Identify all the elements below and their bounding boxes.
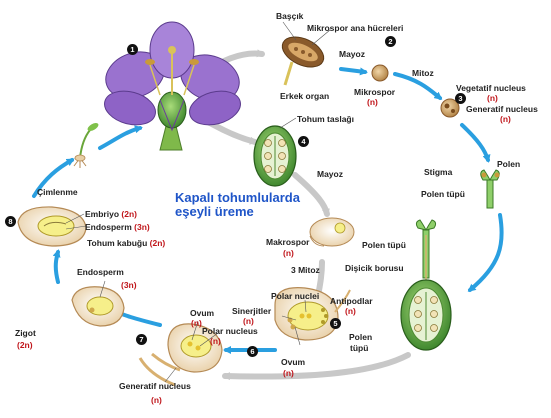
ovule-illustration — [254, 126, 296, 186]
zigot-illustration — [72, 287, 124, 326]
pistil-illustration — [401, 220, 451, 350]
title-line-1: Kapalı tohumlularda — [175, 191, 300, 205]
label-tohum-kabugu: Tohum kabuğu (2n) — [87, 239, 165, 248]
diagram-title: Kapalı tohumlularda eşeyli üreme — [175, 191, 300, 220]
label-mayoz-2: Mayoz — [317, 170, 343, 179]
label-zigot: Zigot — [15, 329, 36, 338]
label-polar-nucleus: Polar nucleus — [202, 327, 258, 336]
ploidy-endosperm-2: (3n) — [134, 222, 150, 232]
ploidy-generatif: (n) — [500, 115, 511, 124]
arrow-polen-to-pistil — [470, 215, 502, 290]
label-endosperm-2: Endosperm (3n) — [85, 223, 150, 232]
microspore-icon — [372, 65, 388, 81]
label-tohum-taslagi: Tohum taslağı — [297, 115, 354, 124]
step-1-marker: 1 — [127, 44, 138, 55]
endosperm-2-text: Endosperm — [85, 222, 132, 232]
ploidy-ovum-2: (n) — [191, 319, 202, 328]
label-mikrospor-ana: Mikrospor ana hücreleri — [307, 24, 403, 33]
ploidy-vegetatif: (n) — [487, 94, 498, 103]
step-8-marker: 8 — [5, 216, 16, 227]
label-bascik: Başçık — [276, 12, 303, 21]
label-antipodlar: Antipodlar — [330, 297, 373, 306]
label-disicik-borusu: Dişicik borusu — [345, 264, 404, 273]
label-ovum-2: Ovum — [190, 309, 214, 318]
step-6-marker: 6 — [247, 346, 258, 357]
ploidy-tohum-kabugu: (2n) — [150, 238, 166, 248]
embriyo-text: Embriyo — [85, 209, 119, 219]
ploidy-generatif-2: (n) — [151, 396, 162, 405]
ploidy-antipodlar: (n) — [345, 307, 356, 316]
label-ovum: Ovum — [281, 358, 305, 367]
label-sinerjitler: Sinerjitler — [232, 307, 271, 316]
label-polen: Polen — [497, 160, 520, 169]
label-stigma: Stigma — [424, 168, 452, 177]
label-endosperm: Endosperm — [77, 268, 124, 277]
label-3-mitoz: 3 Mitoz — [291, 266, 320, 275]
label-generatif: Generatif nucleus — [466, 105, 538, 114]
label-generatif-2: Generatif nucleus — [119, 382, 191, 391]
arrow-mayoz-1 — [341, 69, 365, 72]
ploidy-mikrospor: (n) — [367, 98, 378, 107]
seed-illustration — [18, 207, 86, 246]
label-makrospor: Makrospor — [266, 238, 309, 247]
label-mitoz: Mitoz — [412, 69, 434, 78]
arrow-pistil-to-fertilization — [225, 355, 408, 377]
ploidy-zigot: (2n) — [17, 341, 33, 350]
arrow-zigot-to-seed — [56, 252, 58, 282]
macrospore-illustration — [310, 218, 354, 246]
step-3-marker: 3 — [455, 93, 466, 104]
step-4-marker: 4 — [298, 136, 309, 147]
anther-illustration — [278, 31, 329, 85]
arrow-seedling-to-flower — [100, 128, 140, 148]
label-mayoz-1: Mayoz — [339, 50, 365, 59]
tohum-kabugu-text: Tohum kabuğu — [87, 238, 147, 248]
ploidy-polar-nucleus: (n) — [210, 337, 221, 346]
label-polen-tupu-2: Polen tüpü — [362, 241, 406, 250]
ploidy-ovum: (n) — [283, 369, 294, 378]
label-polen-tupu-3b: tüpü — [350, 344, 368, 353]
label-polen-tupu: Polen tüpü — [421, 190, 465, 199]
step-2-marker: 2 — [385, 36, 396, 47]
label-cimlenme: Çimlenme — [37, 188, 78, 197]
label-mikrospor: Mikrospor — [354, 88, 395, 97]
arrow-to-polen — [462, 125, 488, 160]
ploidy-sinerjitler: (n) — [243, 317, 254, 326]
label-embriyo: Embriyo (2n) — [85, 210, 137, 219]
label-polar-nuclei: Polar nuclei — [271, 292, 319, 301]
label-polen-tupu-3a: Polen — [349, 333, 372, 342]
step-7-marker: 7 — [136, 334, 147, 345]
label-vegetatif: Vegetatif nucleus — [456, 84, 526, 93]
ploidy-makrospor: (n) — [283, 249, 294, 258]
step-5-marker: 5 — [330, 318, 341, 329]
label-erkek-organ: Erkek organ — [280, 92, 329, 101]
ploidy-endosperm: (3n) — [121, 281, 137, 290]
stigma-illustration — [481, 170, 500, 208]
seedling-illustration — [74, 121, 100, 168]
ploidy-embriyo: (2n) — [121, 209, 137, 219]
title-line-2: eşeyli üreme — [175, 205, 300, 219]
